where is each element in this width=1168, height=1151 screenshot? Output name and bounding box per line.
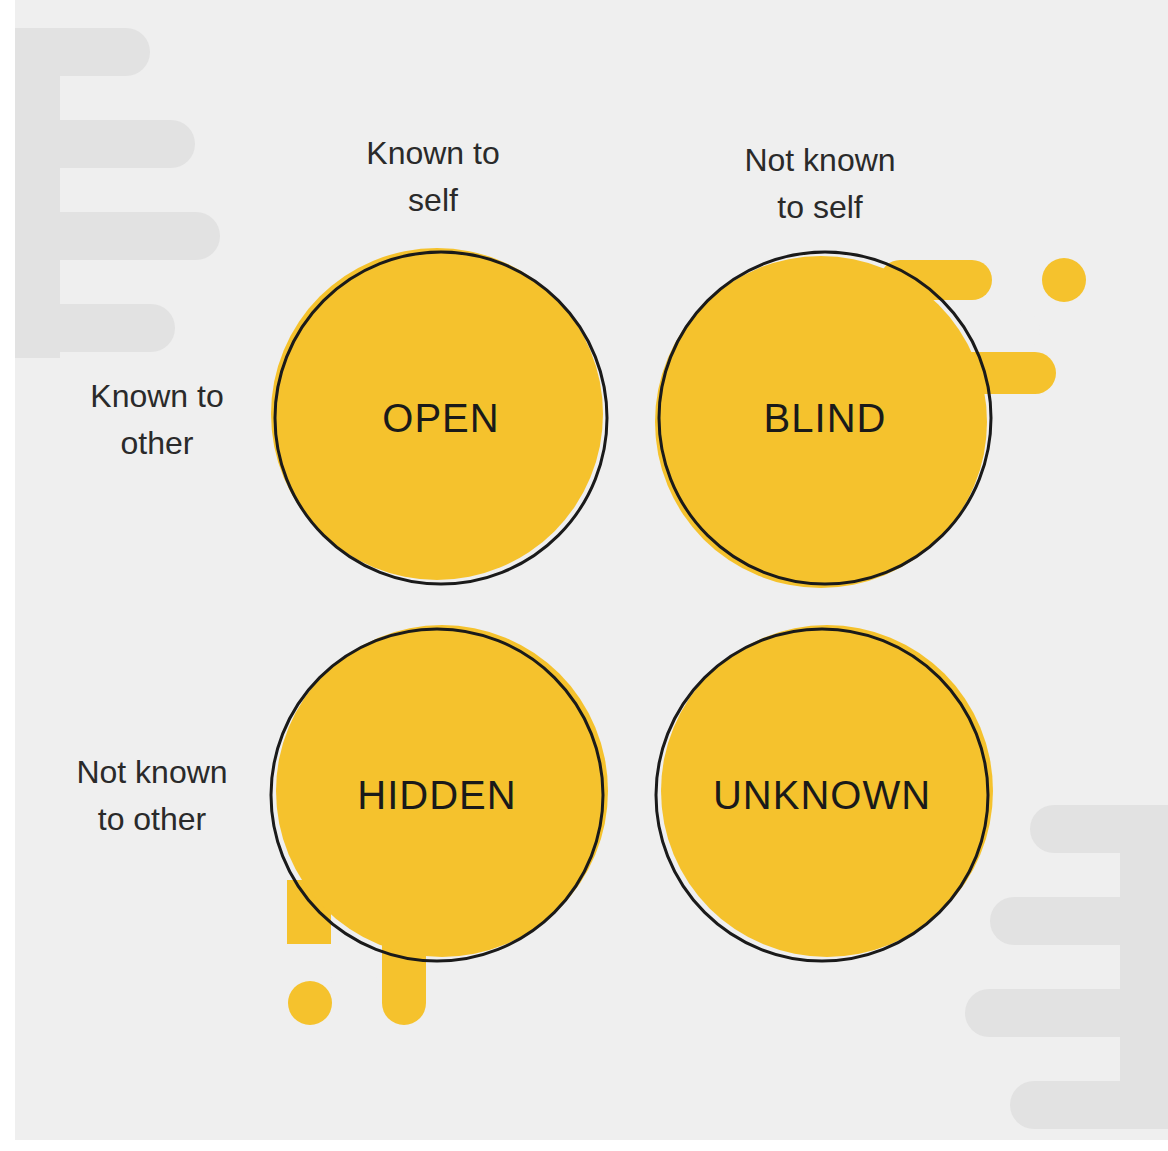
window-circle: HIDDEN xyxy=(269,627,605,963)
window-circle: OPEN xyxy=(273,250,609,586)
quadrant-name: UNKNOWN xyxy=(713,773,931,818)
quadrant-name: BLIND xyxy=(764,396,887,441)
window-circle: BLIND xyxy=(657,250,993,586)
axis-label: Known to self xyxy=(341,130,526,224)
axis-label: Known to other xyxy=(65,373,250,467)
window-circle: UNKNOWN xyxy=(654,627,990,963)
quadrant-name: OPEN xyxy=(382,396,499,441)
axis-label: Not known to other xyxy=(60,749,245,843)
axis-label: Not known to self xyxy=(728,137,913,231)
quadrant-name: HIDDEN xyxy=(357,773,516,818)
background-panel xyxy=(15,0,1168,1140)
